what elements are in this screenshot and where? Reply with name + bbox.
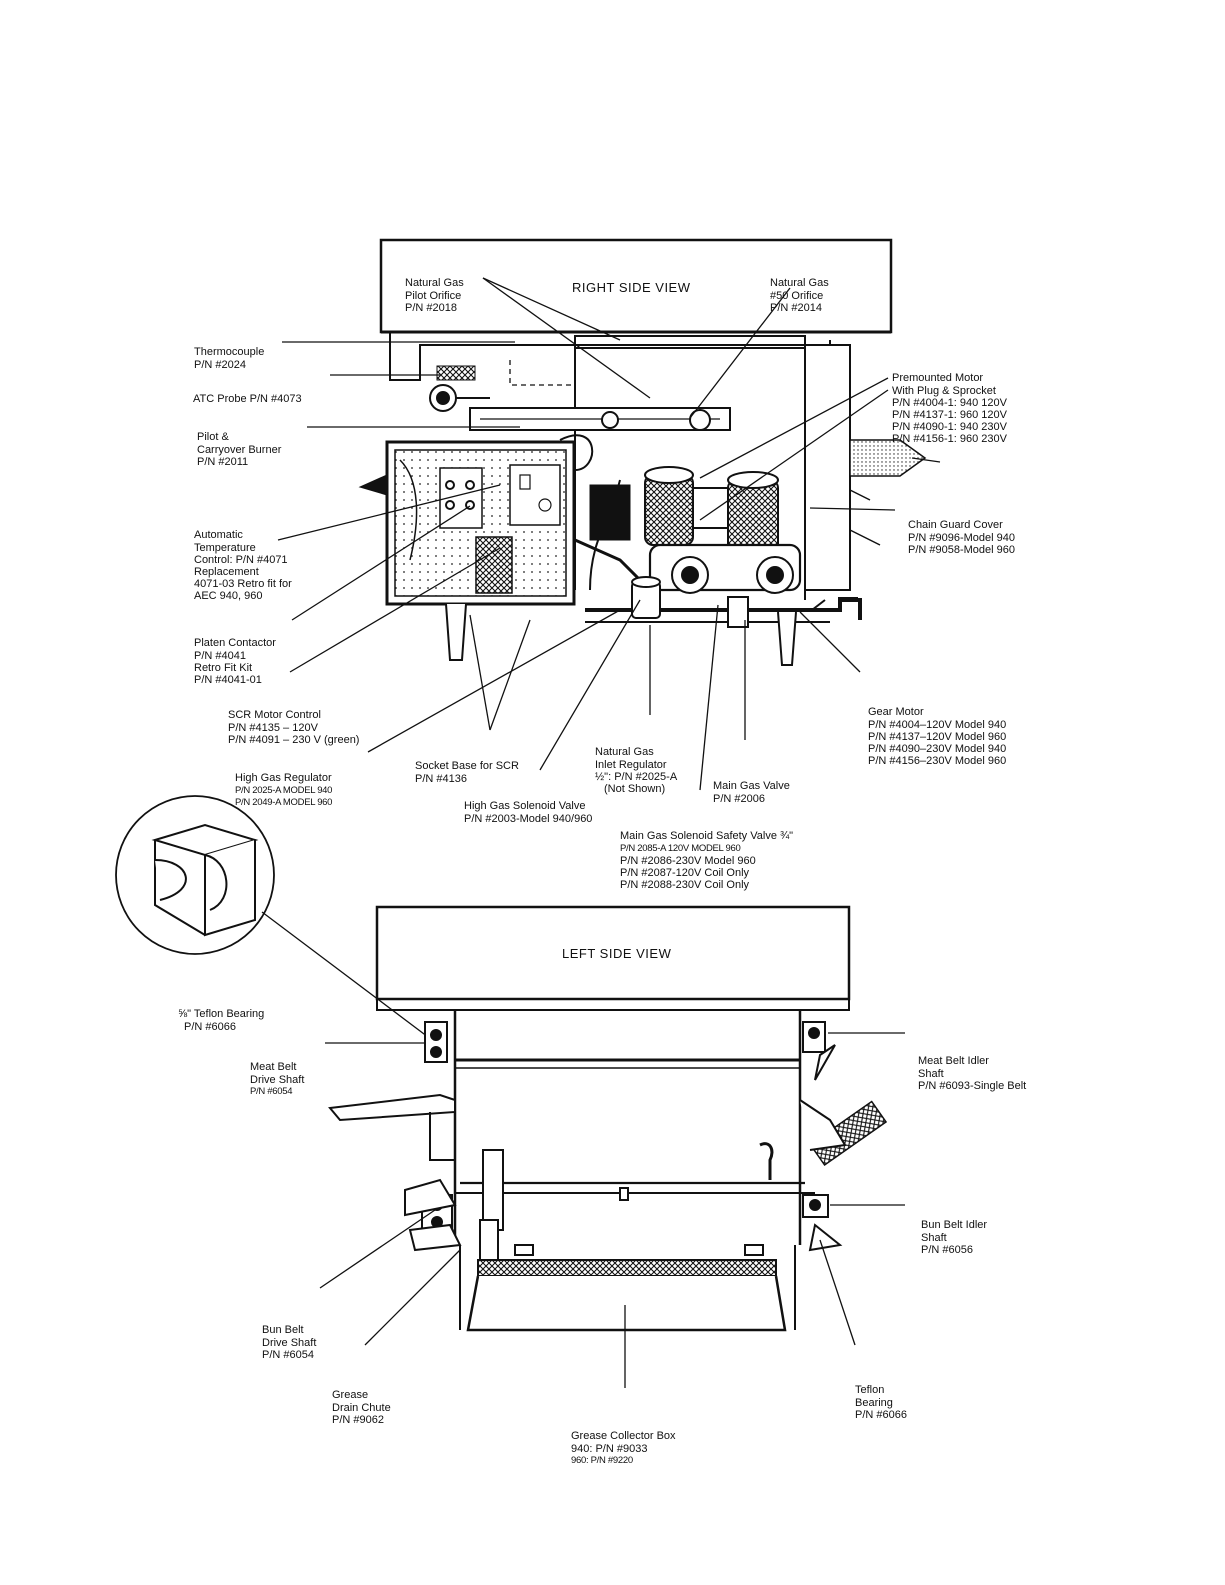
leader-lines <box>277 277 941 791</box>
leader-lines-left-view <box>319 1032 905 1388</box>
right-side-view-title: RIGHT SIDE VIEW <box>572 280 691 295</box>
right-side-view <box>358 238 927 666</box>
teflon-bearing-inset <box>115 795 433 1041</box>
left-side-view-title: LEFT SIDE VIEW <box>562 946 672 961</box>
left-side-view <box>328 905 888 1332</box>
label-main-gas-solenoid: Main Gas Solenoid Safety Valve ¾"P/N 208… <box>620 830 794 892</box>
label-atc-probe: ATC Probe P/N #4073 <box>193 393 302 406</box>
